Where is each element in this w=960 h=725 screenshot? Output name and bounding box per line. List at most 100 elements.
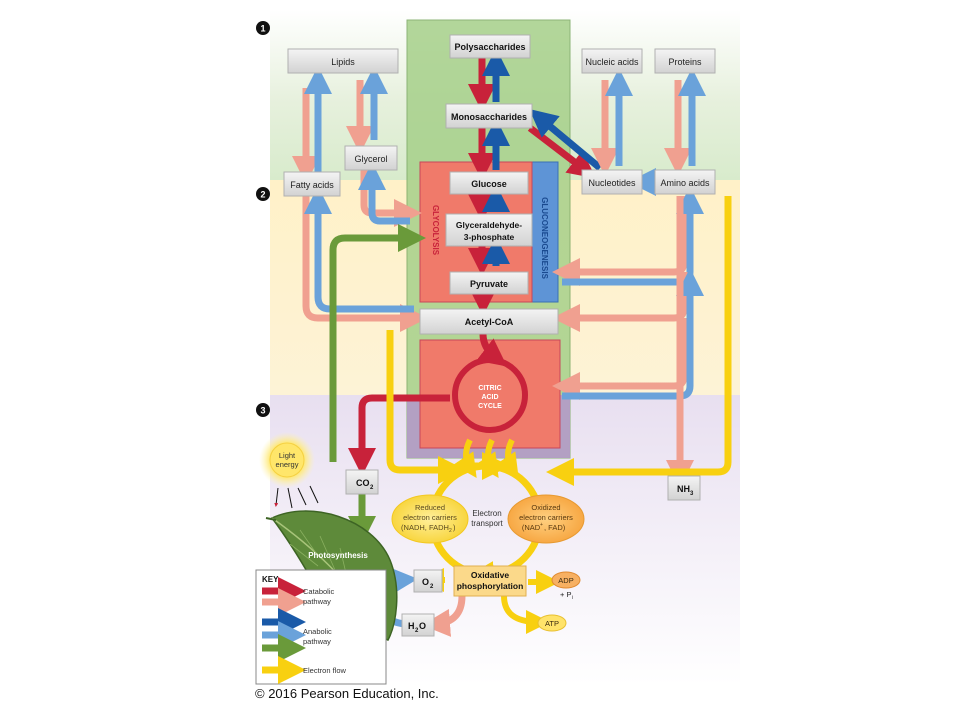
svg-text:NH: NH [677, 484, 690, 494]
legend-key: KEY Catabolic pathway Anabolic pathway E… [255, 569, 387, 685]
svg-text:H: H [408, 621, 415, 631]
co2-box: CO 2 [345, 469, 379, 495]
nucleotides-box: Nucleotides [581, 169, 643, 195]
glycerol-box: Glycerol [344, 145, 398, 171]
atp-ellipse: ATP [537, 614, 567, 632]
svg-text:, FAD): , FAD) [544, 523, 566, 532]
pi-label: + P i [560, 590, 573, 601]
arrow-oxphos-to-atp [501, 595, 550, 634]
svg-text:CO: CO [356, 478, 370, 488]
glucose-box: Glucose [449, 171, 529, 195]
svg-text:pathway: pathway [303, 637, 331, 646]
section-number-3: 3 [256, 403, 270, 417]
svg-text:KEY: KEY [262, 575, 279, 584]
electron-transport-label: Electron transport [471, 509, 503, 528]
electron-flow-acetyl-coa [386, 330, 466, 484]
adp-ellipse: ADP [551, 571, 581, 589]
oxidative-phosphorylation-box: Oxidative phosphorylation [453, 565, 527, 597]
svg-text:electron carriers: electron carriers [519, 513, 573, 522]
svg-text:Glycerol: Glycerol [354, 154, 387, 164]
svg-text:Proteins: Proteins [668, 57, 702, 67]
section-number-2: 2 [256, 187, 270, 201]
arrow-g3p-to-glycerol [358, 162, 410, 225]
svg-text:Nucleic acids: Nucleic acids [585, 57, 639, 67]
svg-text:2: 2 [430, 584, 434, 590]
h2o-box: H 2 O [401, 613, 435, 637]
svg-text:Catabolic: Catabolic [303, 587, 335, 596]
svg-text:energy: energy [276, 460, 299, 469]
svg-text:Fatty acids: Fatty acids [290, 180, 334, 190]
citric-label-1: CITRIC [478, 385, 501, 392]
oxidized-carriers-ellipse: Oxidized electron carriers (NAD + , FAD) [507, 494, 585, 544]
nh3-box: NH 3 [667, 475, 701, 501]
svg-text:Oxidative: Oxidative [471, 570, 510, 580]
svg-text:(NADH, FADH: (NADH, FADH [401, 523, 449, 532]
svg-text:3: 3 [260, 406, 265, 416]
svg-text:Glucose: Glucose [471, 179, 507, 189]
arrow-fatty-acids-to-acetyl-coa [302, 196, 428, 332]
svg-text:2: 2 [260, 190, 265, 200]
arrow-o2-to-h2o [422, 595, 466, 637]
svg-text:+ P: + P [560, 590, 571, 599]
citric-label-2: ACID [481, 394, 498, 401]
arrow-citric-cycle-to-co2 [348, 394, 450, 476]
svg-text:2: 2 [415, 628, 419, 634]
svg-text:O: O [422, 577, 429, 587]
svg-text:Light: Light [279, 451, 296, 460]
svg-text:2: 2 [370, 485, 374, 491]
svg-text:i: i [572, 595, 573, 601]
svg-text:O: O [419, 621, 426, 631]
svg-text:Polysaccharides: Polysaccharides [454, 42, 525, 52]
svg-text:3-phosphate: 3-phosphate [464, 232, 515, 242]
glyceraldehyde-3-phosphate-box: Glyceraldehyde- 3-phosphate [445, 213, 533, 247]
svg-text:phosphorylation: phosphorylation [457, 581, 524, 591]
arrow-nucleotides-to-mono [529, 109, 603, 171]
svg-text:Anabolic: Anabolic [303, 627, 332, 636]
proteins-box: Proteins [654, 48, 716, 74]
svg-text:+: + [540, 522, 543, 528]
svg-text:Amino acids: Amino acids [660, 178, 710, 188]
svg-text:ADP: ADP [558, 576, 573, 585]
lipids-box: Lipids [287, 48, 399, 74]
svg-text:): ) [453, 523, 456, 532]
svg-text:2: 2 [449, 528, 452, 534]
svg-text:ATP: ATP [545, 619, 559, 628]
reduced-carriers-ellipse: Reduced electron carriers (NADH, FADH 2 … [391, 494, 469, 544]
light-energy-sun: Light energy [259, 432, 315, 488]
citric-acid-cycle-ring [452, 357, 528, 433]
arrow-co2-to-g3p [329, 224, 426, 462]
svg-text:Monosaccharides: Monosaccharides [451, 112, 527, 122]
svg-text:3: 3 [690, 491, 694, 497]
svg-text:pathway: pathway [303, 597, 331, 606]
svg-text:Oxidized: Oxidized [531, 503, 560, 512]
arrow-acetyl-coa-to-citric-cycle [476, 333, 508, 367]
svg-text:1: 1 [260, 24, 265, 34]
gluconeogenesis-label: GLUCONEOGENESIS [540, 197, 549, 279]
svg-text:Nucleotides: Nucleotides [588, 178, 636, 188]
svg-text:Electron: Electron [472, 509, 501, 518]
pyruvate-box: Pyruvate [449, 271, 529, 295]
fatty-acids-box: Fatty acids [283, 171, 341, 197]
svg-text:Lipids: Lipids [331, 57, 355, 67]
svg-text:Electron flow: Electron flow [303, 666, 347, 675]
svg-text:transport: transport [471, 519, 503, 528]
o2-box: O 2 [413, 569, 443, 593]
acetyl-coa-box: Acetyl-CoA [419, 308, 559, 335]
section-number-1: 1 [256, 21, 270, 35]
electron-flow-amino-acids [546, 196, 732, 486]
svg-text:Acetyl-CoA: Acetyl-CoA [465, 317, 514, 327]
light-rays [274, 485, 319, 509]
citric-label-3: CYCLE [478, 403, 502, 410]
svg-text:Pyruvate: Pyruvate [470, 279, 508, 289]
monosaccharides-box: Monosaccharides [445, 103, 533, 129]
photosynthesis-label: Photosynthesis [308, 551, 368, 560]
svg-text:electron carriers: electron carriers [403, 513, 457, 522]
svg-text:Glyceraldehyde-: Glyceraldehyde- [456, 220, 522, 230]
amino-acids-box: Amino acids [654, 169, 716, 195]
polysaccharides-box: Polysaccharides [449, 34, 531, 59]
nucleic-acids-box: Nucleic acids [581, 48, 643, 74]
copyright-notice: © 2016 Pearson Education, Inc. [255, 686, 439, 701]
svg-text:(NAD: (NAD [522, 523, 541, 532]
